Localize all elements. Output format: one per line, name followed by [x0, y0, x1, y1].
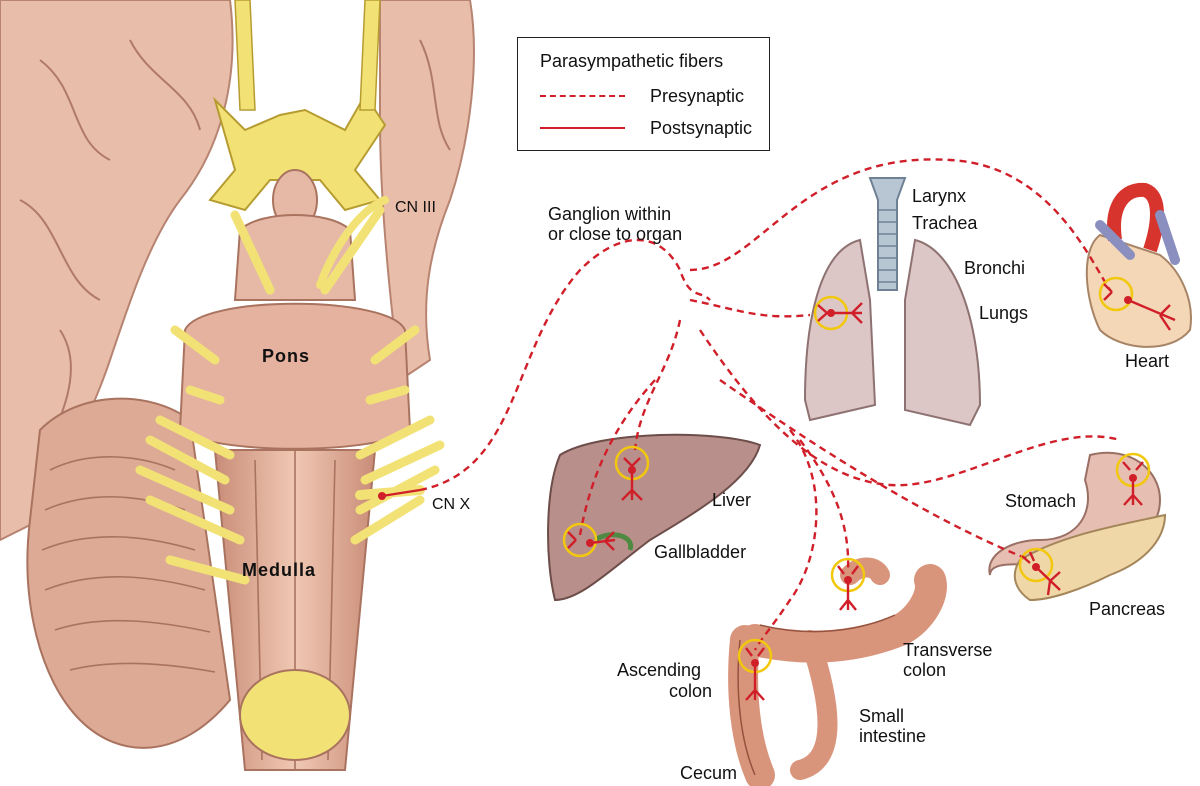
label-ascending-line1: Ascending [617, 659, 701, 681]
label-larynx: Larynx [912, 185, 966, 207]
label-gallbladder: Gallbladder [654, 541, 746, 563]
fiber-to-lungs [690, 300, 810, 316]
label-liver: Liver [712, 489, 751, 511]
label-cn-iii: CN III [395, 197, 436, 219]
fiber-to-liver [635, 320, 680, 450]
left-lung [805, 240, 875, 420]
organs [548, 178, 1191, 775]
brain-illustration [0, 0, 474, 770]
label-heart: Heart [1125, 350, 1169, 372]
spinal-cord-section [240, 670, 350, 760]
label-ganglion-line1: Ganglion within [548, 203, 671, 225]
label-transverse-line2: colon [903, 659, 946, 681]
legend-title: Parasympathetic fibers [540, 50, 723, 72]
cerebellum [27, 399, 230, 748]
label-medulla: Medulla [242, 559, 316, 581]
pons-body [180, 304, 410, 449]
label-pons: Pons [262, 345, 310, 367]
label-stomach: Stomach [1005, 490, 1076, 512]
olfactory-tracts [235, 0, 380, 110]
label-bronchi: Bronchi [964, 257, 1025, 279]
fiber-to-colon-asc [755, 430, 816, 650]
legend-presynaptic-label: Presynaptic [650, 85, 744, 107]
label-ascending-line2: colon [669, 680, 712, 702]
label-small-line2: intestine [859, 725, 926, 747]
label-lungs: Lungs [979, 302, 1028, 324]
fiber-to-pancreas [720, 380, 1030, 560]
legend: Parasympathetic fibers Presynaptic Posts… [517, 37, 770, 151]
label-trachea: Trachea [912, 212, 977, 234]
label-pancreas: Pancreas [1089, 598, 1165, 620]
postsynaptic-line-sample [540, 127, 625, 129]
label-small-line1: Small [859, 705, 904, 727]
label-cecum: Cecum [680, 762, 737, 784]
legend-row-presynaptic: Presynaptic [540, 85, 760, 107]
label-transverse-line1: Transverse [903, 639, 992, 661]
label-cn-x: CN X [432, 494, 470, 516]
legend-row-postsynaptic: Postsynaptic [540, 117, 760, 139]
label-ganglion-line2: or close to organ [548, 223, 682, 245]
liver-shape [548, 435, 760, 600]
presynaptic-line-sample [540, 95, 625, 97]
legend-postsynaptic-label: Postsynaptic [650, 117, 752, 139]
